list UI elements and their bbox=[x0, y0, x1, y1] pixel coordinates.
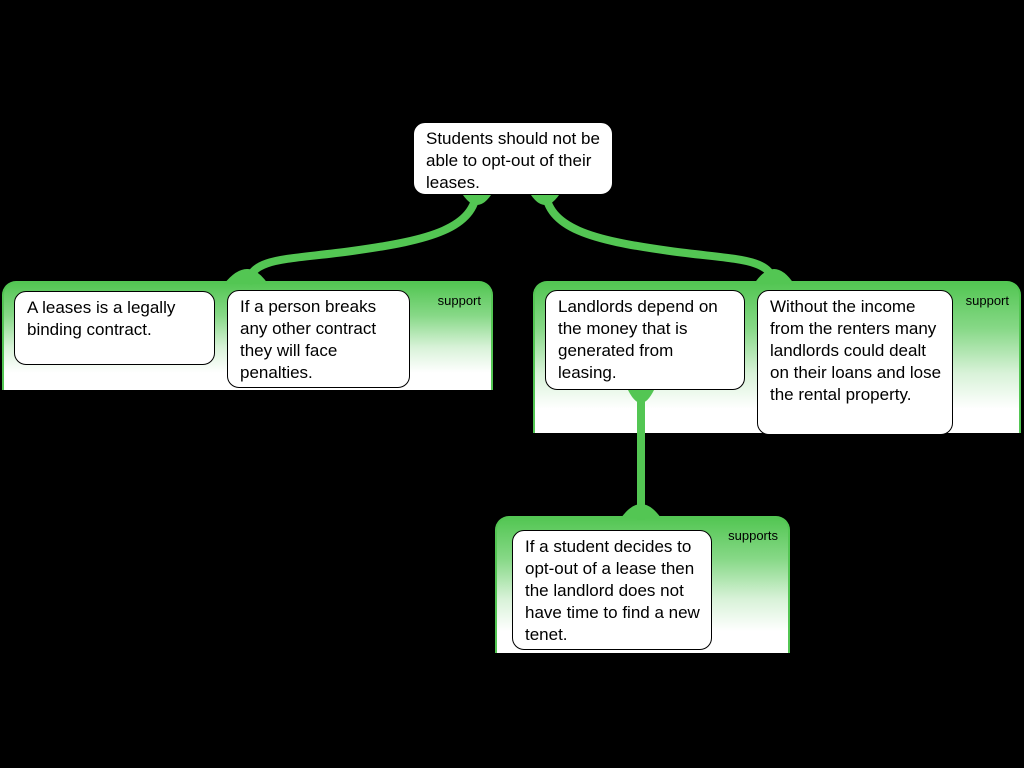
group-label: support bbox=[437, 293, 481, 308]
connector-claim-to-left-group bbox=[244, 189, 481, 285]
reason-box[interactable]: Landlords depend on the money that is ge… bbox=[545, 290, 745, 390]
reason-box[interactable]: A leases is a legally binding contract. bbox=[14, 291, 215, 365]
group-label: supports bbox=[728, 528, 778, 543]
reason-box[interactable]: If a person breaks any other contract th… bbox=[227, 290, 410, 388]
connector-claim-to-right-group bbox=[541, 189, 778, 285]
claim-box[interactable]: Students should not be able to opt-out o… bbox=[413, 122, 613, 195]
reason-box[interactable]: If a student decides to opt-out of a lea… bbox=[512, 530, 712, 650]
group-label: support bbox=[965, 293, 1009, 308]
reason-box[interactable]: Without the income from the renters many… bbox=[757, 290, 953, 435]
